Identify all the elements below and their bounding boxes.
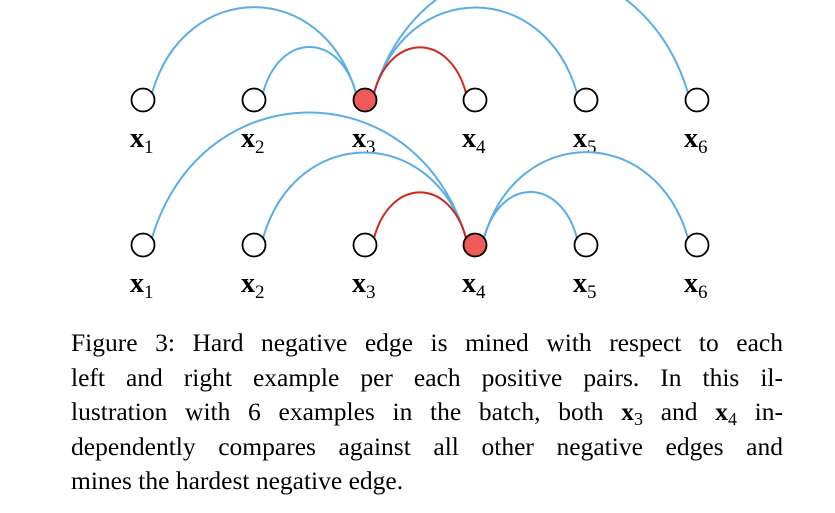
node-x5 [573, 232, 599, 258]
anchor-node-x4 [462, 232, 488, 258]
node-label-x6: x6 [684, 268, 708, 303]
math-var-x3: x3 [621, 397, 643, 429]
anchor-node-x3 [352, 87, 378, 113]
caption-line-5: mines the hardest negative edge. [71, 466, 404, 495]
node-label-x1: x1 [130, 268, 154, 303]
caption-line-4: dependently compares against all other n… [71, 431, 783, 461]
negative-edge-x3-x5 [373, 6, 578, 94]
negative-edge-x4-x5 [483, 191, 578, 239]
diagram-row-1: x1 x2 x3 x4 x5 x6 [130, 0, 710, 158]
node-label-x5: x5 [573, 268, 597, 303]
node-x5 [573, 87, 599, 113]
negative-edge-x1-x4 [151, 111, 467, 239]
caption-line-3: lustration with 6 examples in the batch,… [71, 397, 784, 429]
node-x2 [241, 232, 267, 258]
node-x6 [684, 232, 710, 258]
node-label-x6: x6 [684, 123, 708, 158]
node-label-x5: x5 [573, 123, 597, 158]
node-label-x4: x4 [462, 123, 486, 158]
diagram-row-2: x1 x2 x3 x4 x5 x6 [130, 111, 710, 303]
node-x1 [130, 232, 156, 258]
node-x6 [684, 87, 710, 113]
negative-edge-x2-x3 [262, 46, 357, 94]
negative-edge-x2-x4 [262, 151, 467, 239]
negative-edge-x3-x6 [373, 0, 689, 94]
node-x1 [130, 87, 156, 113]
node-label-x2: x2 [241, 268, 265, 303]
node-label-x3: x3 [352, 268, 376, 303]
node-label-x3: x3 [352, 123, 376, 158]
mining-diagram: x1 x2 x3 x4 x5 x6 x1 x2 x3 x4 x5 x6 [130, 0, 710, 303]
figure-caption: Figure 3: Hard negative edge is mined wi… [71, 326, 783, 499]
node-x4 [462, 87, 488, 113]
negative-edge-x1-x3 [151, 6, 357, 94]
positive-edge-x3-x4 [373, 46, 467, 94]
negative-edge-x4-x6 [483, 151, 689, 239]
node-x3 [352, 232, 378, 258]
caption-line-2: left and right example per each positive… [71, 362, 783, 392]
node-label-x4: x4 [462, 268, 486, 303]
math-var-x4: x4 [715, 397, 737, 429]
node-label-x1: x1 [130, 123, 154, 158]
positive-edge-x3-x4 [373, 191, 467, 239]
caption-line-1: Figure 3: Hard negative edge is mined wi… [71, 328, 783, 357]
node-x2 [241, 87, 267, 113]
node-label-x2: x2 [241, 123, 265, 158]
